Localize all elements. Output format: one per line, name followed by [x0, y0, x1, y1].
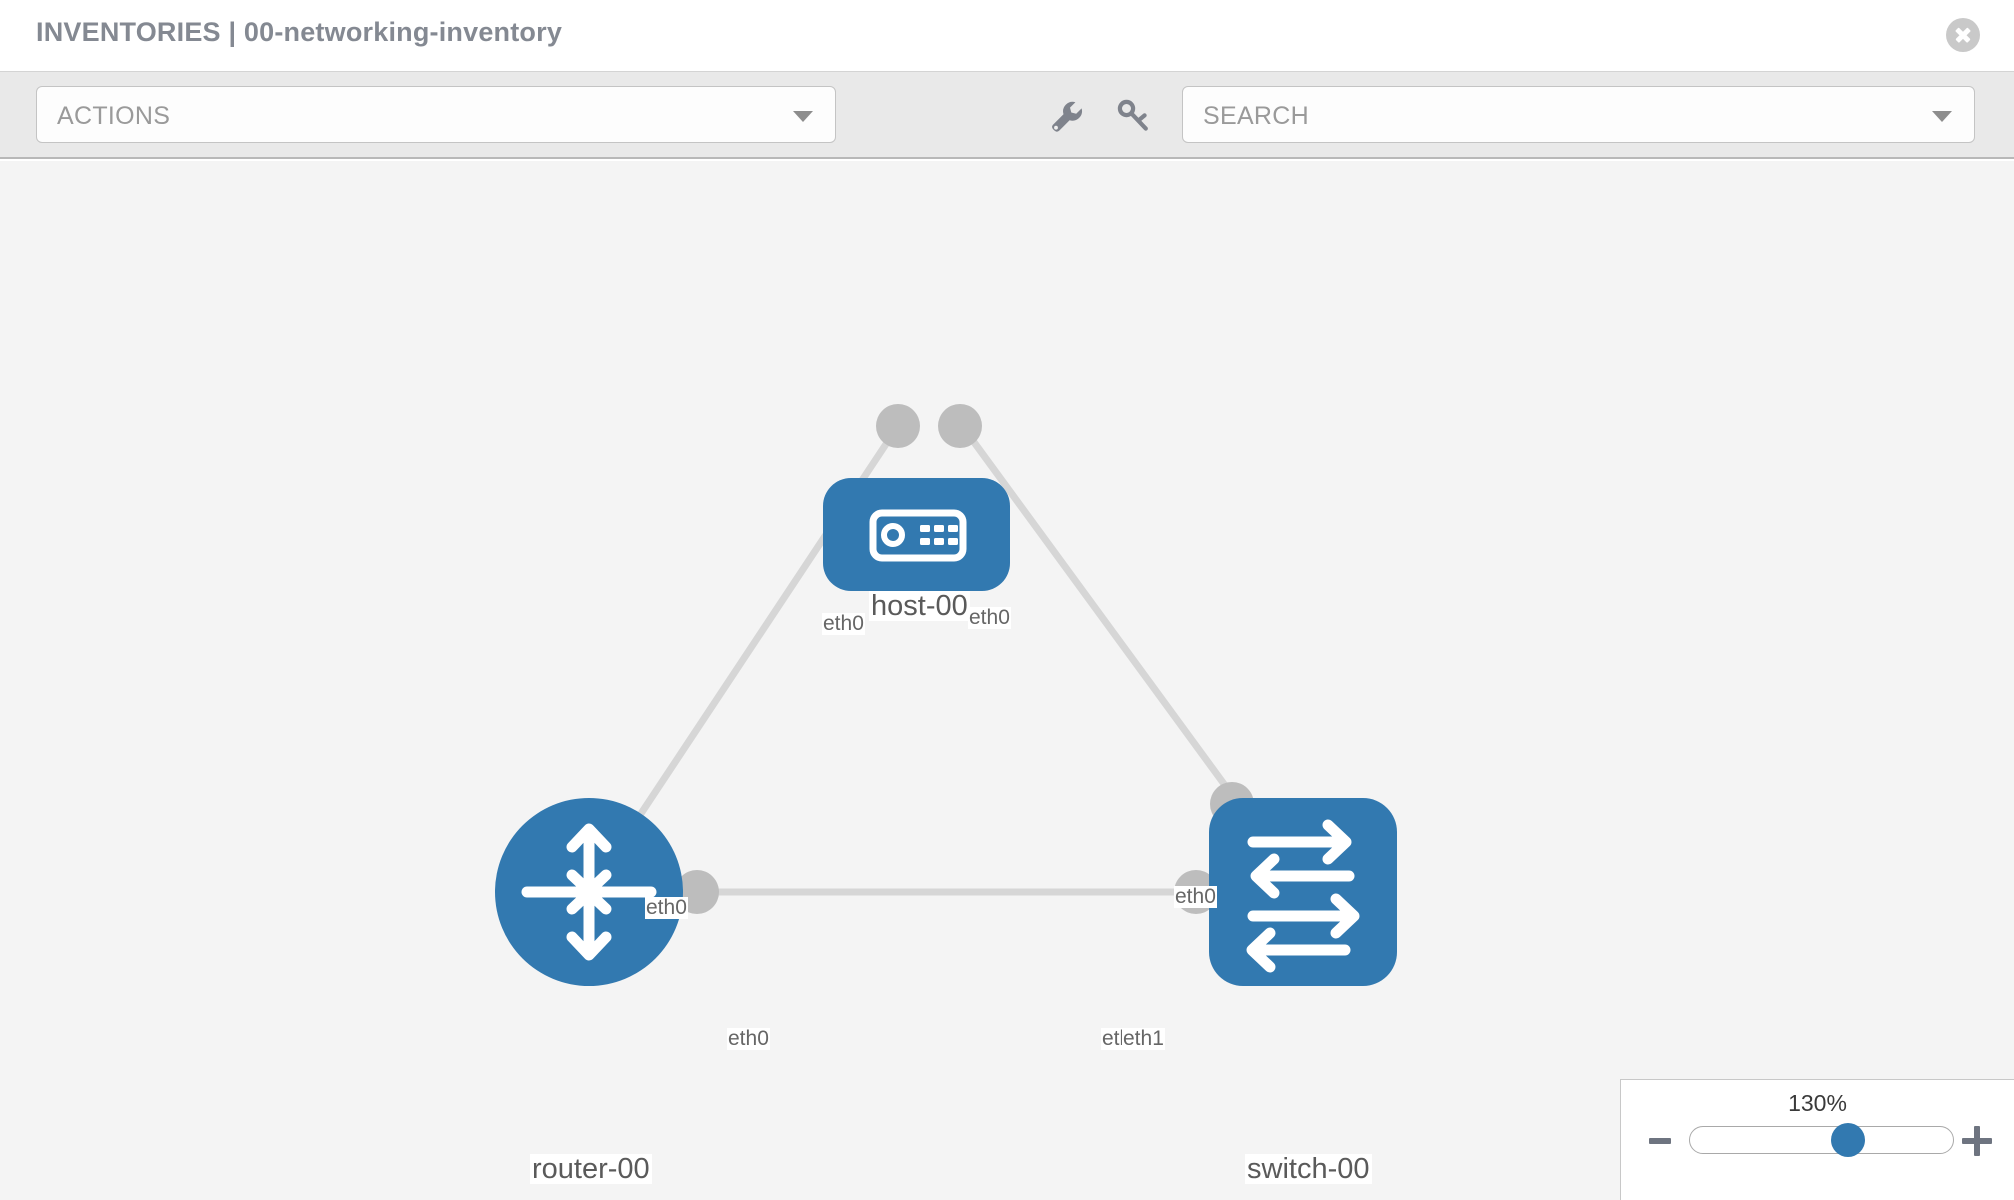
actions-dropdown[interactable]: ACTIONS — [36, 86, 836, 143]
search-input[interactable]: SEARCH — [1182, 86, 1975, 143]
zoom-slider-track[interactable] — [1689, 1123, 1954, 1157]
iface-label-host-right: eth0 — [968, 606, 1011, 630]
topology-graph — [495, 404, 1397, 986]
node-label-switch: switch-00 — [1245, 1153, 1372, 1185]
node-label-host: host-00 — [869, 590, 970, 622]
wrench-icon[interactable] — [1046, 96, 1086, 136]
key-icon[interactable] — [1113, 96, 1153, 136]
node-switch-00[interactable] — [1209, 798, 1397, 986]
iface-label-host-left: eth0 — [822, 612, 865, 636]
node-router-00[interactable] — [495, 798, 683, 986]
connector-host-left[interactable] — [876, 404, 920, 448]
toolbar: ACTIONS SEARCH — [0, 71, 2014, 159]
topology-canvas[interactable]: host-00 router-00 switch-00 eth0 eth0 et… — [0, 161, 2014, 1200]
node-host-00[interactable] — [823, 478, 1010, 591]
chevron-down-icon — [1932, 110, 1952, 122]
node-label-router: router-00 — [530, 1153, 652, 1185]
iface-label-router-right: eth0 — [727, 1027, 770, 1051]
zoom-level-value: 130% — [1788, 1090, 1847, 1116]
chevron-down-icon — [793, 110, 813, 122]
close-icon[interactable] — [1946, 18, 1980, 52]
zoom-in-button[interactable] — [1962, 1126, 1992, 1156]
connector-host-right[interactable] — [938, 404, 982, 448]
zoom-control-panel: 130% — [1620, 1079, 2014, 1200]
iface-label-switch-left-overlap: etl — [1101, 1027, 1126, 1051]
search-placeholder: SEARCH — [1203, 102, 1309, 130]
zoom-slider-thumb[interactable] — [1830, 1123, 1865, 1157]
iface-label-router-up: eth0 — [645, 896, 688, 920]
router-arrows-icon — [521, 823, 657, 961]
page-title: INVENTORIES | 00-networking-inventory — [36, 17, 563, 47]
actions-dropdown-label: ACTIONS — [57, 102, 171, 130]
zoom-out-button[interactable] — [1649, 1138, 1671, 1144]
page-header: INVENTORIES | 00-networking-inventory — [0, 0, 2014, 71]
iface-label-switch-up: eth0 — [1174, 885, 1217, 909]
server-icon — [869, 509, 967, 562]
iface-label-switch-left: eth1 — [1122, 1027, 1165, 1051]
switch-arrows-icon — [1246, 819, 1360, 973]
